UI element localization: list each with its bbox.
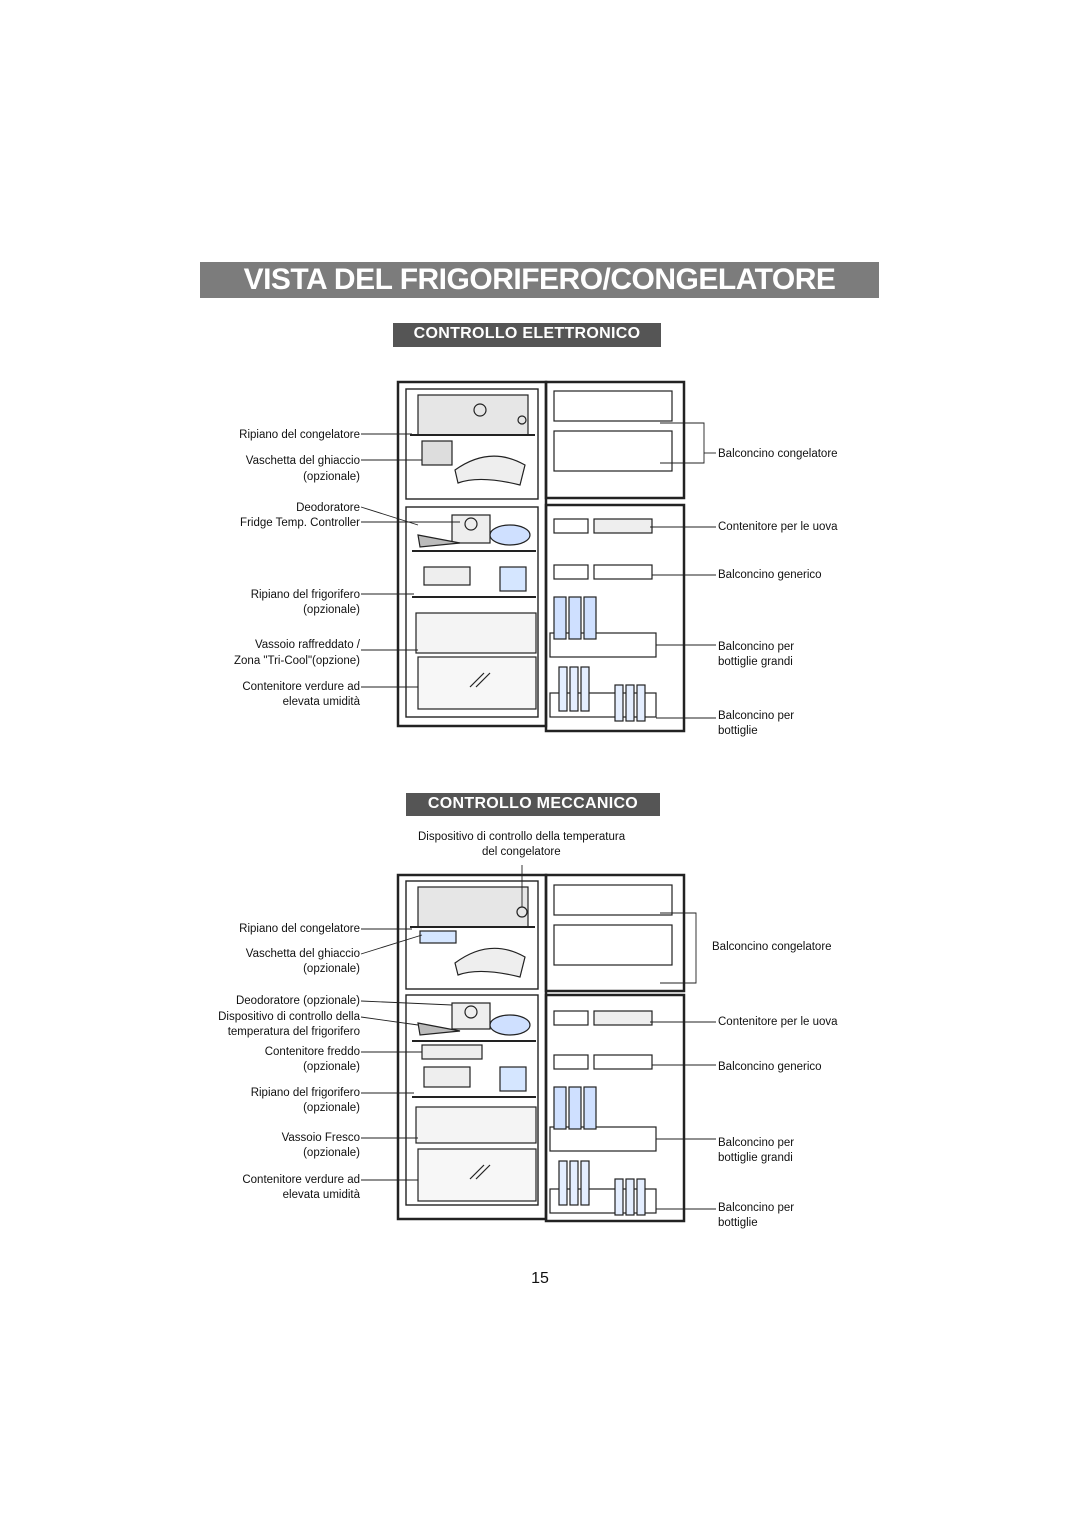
label-crisper: Contenitore verdure ad (242, 681, 360, 693)
label-crisper-humidity: elevata umidità (282, 696, 360, 708)
label-large-bottle-bin: Balconcino per (718, 641, 795, 653)
fridge-illustration-electronic (360, 380, 716, 733)
label-bottle-bin-2: bottiglie (718, 725, 758, 737)
label-deodorizer: Deodoratore (296, 502, 360, 514)
page-number: 15 (531, 1270, 549, 1287)
label-egg-container: Contenitore per le uova (718, 521, 838, 533)
label-fridge-temp-control-mech-2: temperatura del frigorifero (227, 1026, 360, 1038)
label-cold-container-optional: (opzionale) (303, 1061, 360, 1073)
label-freezer-shelf-mech: Ripiano del congelatore (239, 923, 360, 935)
label-crisper-humidity-mech: elevata umidità (282, 1189, 360, 1201)
label-door-bin-general-mech: Balconcino generico (718, 1061, 822, 1073)
section-heading-mechanical: CONTROLLO MECCANICO (406, 793, 660, 816)
label-large-bottle-bin-mech-2: bottiglie grandi (718, 1152, 793, 1164)
label-fridge-shelf: Ripiano del frigorifero (250, 589, 360, 601)
label-crisper-mech: Contenitore verdure ad (242, 1174, 360, 1186)
page-title: VISTA DEL FRIGORIFERO/CONGELATORE (200, 262, 879, 298)
label-freezer-temp-control-2: del congelatore (482, 846, 561, 858)
label-deodorizer-mech: Deodoratore (opzionale) (235, 995, 360, 1007)
label-fresh-tray: Vassoio Fresco (281, 1132, 360, 1144)
label-bottle-bin-mech-2: bottiglie (718, 1217, 758, 1229)
label-chilled-tray: Vassoio raffreddato / (254, 639, 360, 651)
label-fridge-temp-control-mech: Dispositivo di controllo della (218, 1011, 360, 1023)
label-freezer-temp-control: Dispositivo di controllo della temperatu… (418, 831, 626, 843)
label-fridge-temp-controller: Fridge Temp. Controller (240, 517, 360, 529)
label-fridge-shelf-optional: (opzionale) (303, 604, 360, 616)
label-large-bottle-bin-2: bottiglie grandi (718, 656, 793, 668)
label-freezer-shelf: Ripiano del congelatore (239, 429, 360, 441)
label-large-bottle-bin-mech: Balconcino per (718, 1137, 795, 1149)
label-ice-tray-optional: (opzionale) (303, 471, 360, 483)
label-ice-tray-mech: Vaschetta del ghiaccio (245, 948, 360, 960)
label-fresh-tray-optional: (opzionale) (303, 1147, 360, 1159)
label-ice-tray-optional-mech: (opzionale) (303, 963, 360, 975)
label-bottle-bin: Balconcino per (718, 710, 795, 722)
section-heading-electronic: CONTROLLO ELETTRONICO (393, 323, 661, 347)
label-fridge-shelf-optional-mech: (opzionale) (303, 1102, 360, 1114)
label-freezer-door-bin: Balconcino congelatore (718, 448, 838, 460)
label-tri-cool-zone: Zona "Tri-Cool"(opzione) (234, 655, 360, 667)
label-bottle-bin-mech: Balconcino per (718, 1202, 795, 1214)
label-door-bin-general: Balconcino generico (718, 569, 822, 581)
label-freezer-door-bin-mech: Balconcino congelatore (712, 941, 832, 953)
label-cold-container: Contenitore freddo (264, 1046, 360, 1058)
label-fridge-shelf-mech: Ripiano del frigorifero (250, 1087, 360, 1099)
label-egg-container-mech: Contenitore per le uova (718, 1016, 838, 1028)
fridge-illustration-mechanical (360, 865, 716, 1223)
label-ice-tray: Vaschetta del ghiaccio (245, 455, 360, 467)
